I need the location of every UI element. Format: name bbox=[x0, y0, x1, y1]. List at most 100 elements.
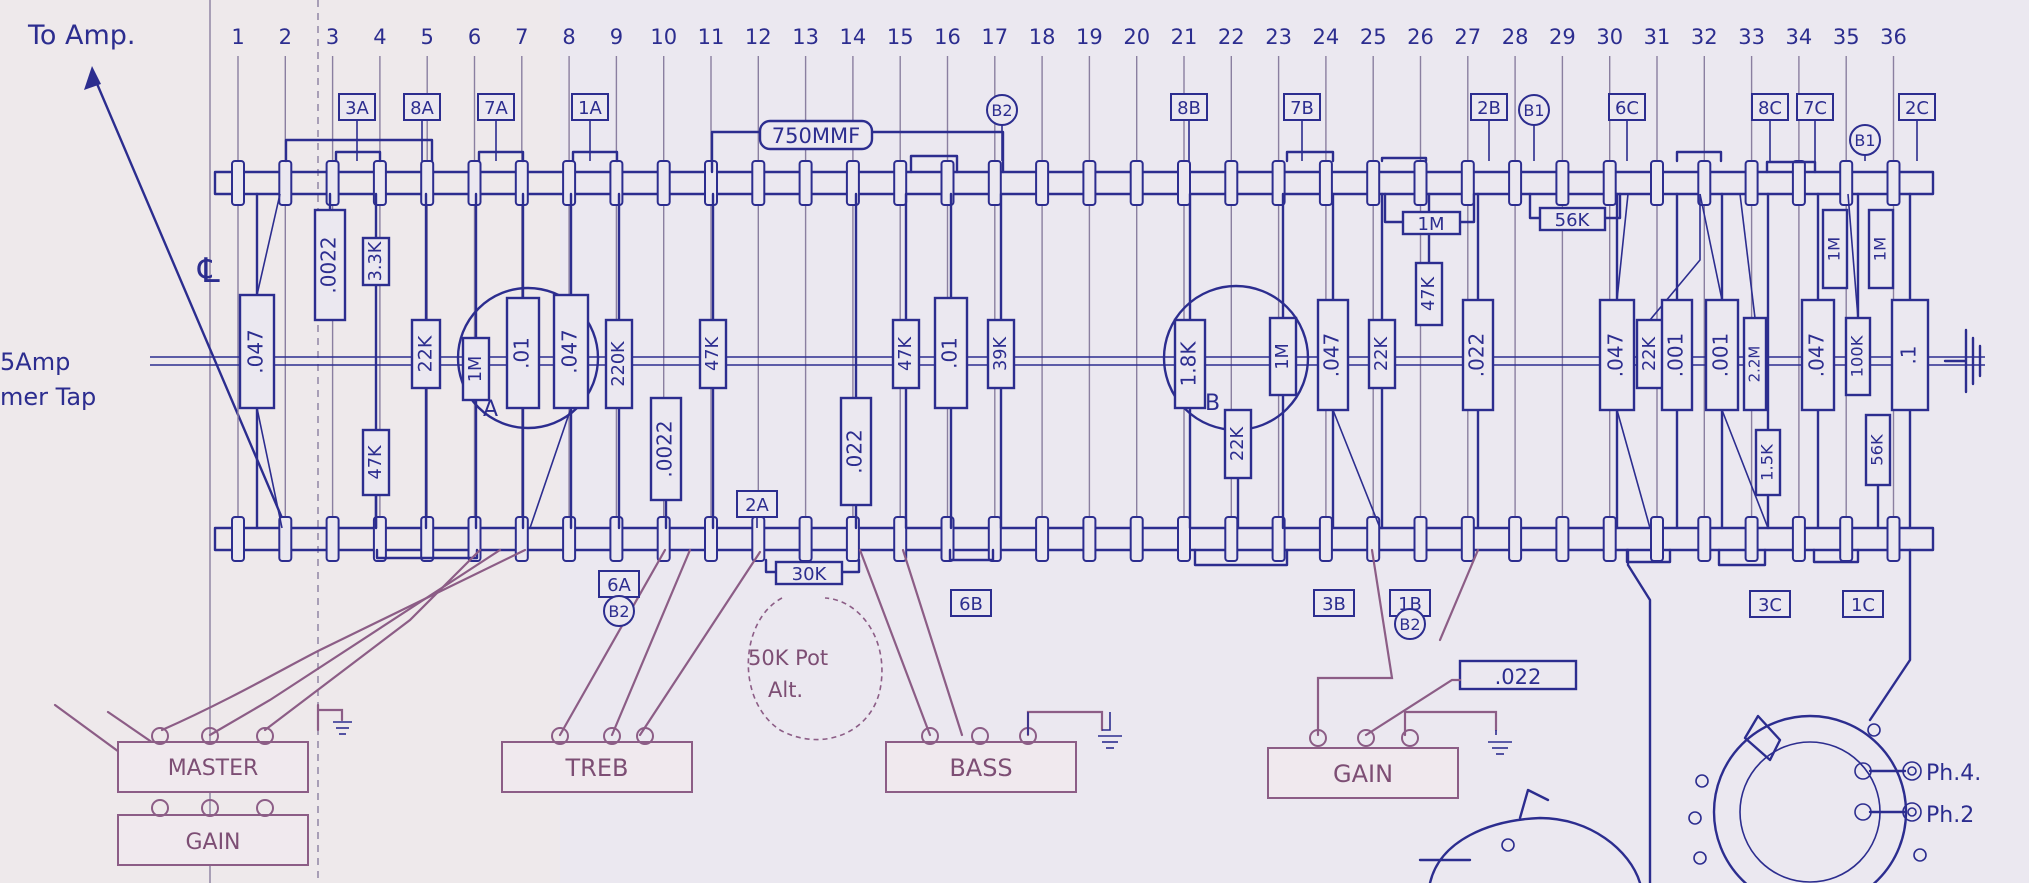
selector-wiring bbox=[1626, 548, 1912, 883]
component-0: .047 bbox=[238, 293, 276, 410]
top-lug-10 bbox=[656, 160, 671, 206]
lug-number-7: 7 bbox=[515, 25, 528, 49]
bottom-lug-21 bbox=[1177, 516, 1191, 562]
resistor-1m-horizontal-label: 1M bbox=[1418, 214, 1445, 235]
component-16: 22K bbox=[1223, 408, 1253, 480]
gain-pot-left-label: GAIN bbox=[185, 830, 240, 855]
top-lug-18 bbox=[1035, 160, 1050, 206]
component-2: 3.3K bbox=[361, 236, 391, 287]
component-18-value: .047 bbox=[1320, 333, 1344, 378]
top-lug-24 bbox=[1318, 160, 1333, 206]
lug-number-23: 23 bbox=[1265, 25, 1292, 49]
bottom-lug-24 bbox=[1318, 516, 1333, 562]
lug-number-29: 29 bbox=[1549, 25, 1576, 49]
bottom-tag-2: 3B bbox=[1322, 594, 1346, 615]
bottom-lug-26 bbox=[1413, 516, 1428, 562]
gain-pot-left[interactable]: GAIN bbox=[117, 799, 309, 866]
component-12: 47K bbox=[891, 318, 921, 390]
bottom-lug-18 bbox=[1035, 516, 1050, 562]
lug-number-33: 33 bbox=[1738, 25, 1765, 49]
lug-number-21: 21 bbox=[1171, 25, 1198, 49]
bottom-lug-33 bbox=[1744, 516, 1759, 562]
master-pot-label: MASTER bbox=[168, 756, 259, 781]
gain-pot-right[interactable]: GAIN bbox=[1267, 729, 1459, 799]
input-selector-switch[interactable]: Ph.4. Ph.2 bbox=[1688, 714, 1981, 883]
bottom-lug-31 bbox=[1650, 516, 1664, 562]
lug-number-13: 13 bbox=[792, 25, 819, 49]
component-32: 1M bbox=[1821, 208, 1849, 290]
component-32-value: 1M bbox=[1825, 237, 1844, 261]
treble-pot-label: TREB bbox=[565, 754, 629, 782]
crossing-lead bbox=[1332, 409, 1381, 529]
top-tag-0: 3A bbox=[345, 98, 369, 119]
bottom-circle-tag-1: B2 bbox=[1399, 615, 1420, 634]
top-lug-28 bbox=[1508, 160, 1523, 206]
lug-number-26: 26 bbox=[1407, 25, 1434, 49]
bottom-lug-20 bbox=[1129, 516, 1144, 562]
treble-pot[interactable]: TREB bbox=[501, 727, 693, 793]
tube-socket-b-label: B bbox=[1205, 391, 1220, 416]
top-lug-21 bbox=[1177, 160, 1191, 206]
cap-750mmf-label: 750MMF bbox=[772, 124, 860, 148]
top-lug-22 bbox=[1224, 160, 1239, 206]
gain-pot-right-label: GAIN bbox=[1333, 760, 1393, 788]
component-2-value: 3.3K bbox=[366, 241, 386, 281]
lug-number-32: 32 bbox=[1691, 25, 1718, 49]
master-pot[interactable]: MASTER bbox=[117, 727, 309, 793]
lug-number-8: 8 bbox=[562, 25, 575, 49]
component-19: 22K bbox=[1367, 318, 1397, 390]
pot-alt-note-line1: 50K Pot bbox=[748, 646, 828, 670]
top-lug-27 bbox=[1460, 160, 1475, 206]
top-tag-3: 1A bbox=[578, 98, 602, 119]
bottom-lug-34 bbox=[1791, 516, 1806, 562]
top-lug-26 bbox=[1413, 160, 1428, 206]
lug-number-16: 16 bbox=[934, 25, 961, 49]
component-20: 47K bbox=[1414, 261, 1444, 327]
bottom-lug-13 bbox=[798, 516, 813, 562]
resistor-56k-horizontal: 56K bbox=[1528, 192, 1622, 232]
bottom-lug-29 bbox=[1555, 516, 1570, 562]
top-lug-1 bbox=[231, 160, 245, 206]
lug-number-10: 10 bbox=[650, 25, 677, 49]
bottom-tag-box-1 bbox=[950, 589, 992, 617]
component-22-value: .047 bbox=[1604, 333, 1628, 378]
lug-number-15: 15 bbox=[887, 25, 914, 49]
bottom-terminal-strip bbox=[213, 526, 1935, 552]
lug-number-31: 31 bbox=[1644, 25, 1671, 49]
bass-pot[interactable]: BASS bbox=[885, 727, 1077, 793]
top-lug-3 bbox=[325, 160, 340, 206]
top-lug-8 bbox=[562, 160, 577, 206]
top-circle-tag-0: B2 bbox=[991, 101, 1012, 120]
bottom-circle-tag-0: B2 bbox=[608, 602, 629, 621]
component-14-value: 39K bbox=[991, 337, 1011, 371]
pot-alt-outline bbox=[747, 597, 883, 741]
component-9: .0022 bbox=[649, 396, 683, 502]
component-31: .1 bbox=[1890, 298, 1930, 412]
top-tag-8: 8C bbox=[1758, 98, 1782, 119]
lug-number-11: 11 bbox=[698, 25, 725, 49]
component-13: .01 bbox=[933, 296, 969, 410]
component-3: 47K bbox=[361, 428, 391, 497]
bottom-tag-0: 6A bbox=[607, 575, 631, 596]
top-lug-15 bbox=[893, 160, 908, 206]
top-circle-tag-1: B1 bbox=[1523, 101, 1544, 120]
bottom-lug-1 bbox=[231, 516, 245, 562]
component-18: .047 bbox=[1316, 298, 1350, 412]
bottom-lug-27 bbox=[1460, 516, 1475, 562]
component-16-value: 22K bbox=[1228, 427, 1248, 461]
terminal-lugs bbox=[231, 160, 1901, 562]
bottom-lug-11 bbox=[704, 516, 718, 562]
lug-number-17: 17 bbox=[981, 25, 1008, 49]
top-circle-tag-2: B1 bbox=[1854, 131, 1875, 150]
top-tag-box-3 bbox=[571, 93, 609, 121]
component-10: 47K bbox=[698, 318, 728, 390]
top-tag-7: 6C bbox=[1615, 98, 1639, 119]
bottom-lug-2 bbox=[278, 516, 293, 562]
component-5: 1M bbox=[461, 336, 491, 402]
pot-alt-note-line2: Alt. bbox=[768, 678, 803, 702]
top-tag-box-6 bbox=[1470, 93, 1508, 121]
top-lug-30 bbox=[1602, 160, 1617, 206]
component-20-value: 47K bbox=[1419, 277, 1439, 311]
